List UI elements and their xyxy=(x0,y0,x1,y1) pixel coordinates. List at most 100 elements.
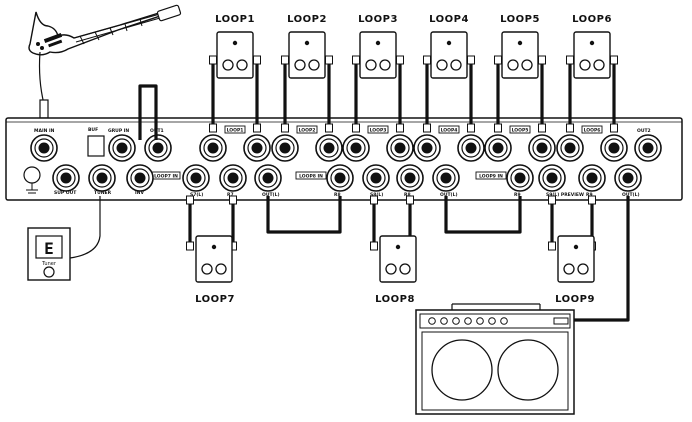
loop7-jack-2-socket xyxy=(227,172,239,184)
loop3-return-jack[interactable] xyxy=(386,134,414,162)
loop9-jack-2[interactable] xyxy=(538,164,566,192)
loop7-pedal-knob-right[interactable] xyxy=(215,263,227,275)
amplifier xyxy=(415,303,575,415)
loop8-send-cable-plug-b xyxy=(370,241,378,251)
out1-jack[interactable] xyxy=(144,134,172,162)
out2-jack[interactable] xyxy=(634,134,662,162)
amp-knob-5[interactable] xyxy=(476,317,484,325)
loop3-send-jack-socket xyxy=(350,142,362,154)
loop5-return-jack[interactable] xyxy=(528,134,556,162)
loop8-jack-2[interactable] xyxy=(362,164,390,192)
loop2-send-cable-plug-a xyxy=(281,55,289,65)
sup-out-jack-socket xyxy=(60,172,72,184)
loop3-pedal-body xyxy=(359,31,397,79)
loop9-pedal-knob-left[interactable] xyxy=(563,263,575,275)
loop8-send-cable xyxy=(370,195,378,251)
amp-knob-2[interactable] xyxy=(440,317,448,325)
loop3-return-cable xyxy=(396,55,404,133)
loop5-pedal-body xyxy=(501,31,539,79)
loop5-pedal-knob-right[interactable] xyxy=(521,59,533,71)
loop8-jack-3[interactable] xyxy=(396,164,424,192)
loop3-pedal-knob-left[interactable] xyxy=(365,59,377,71)
loop2-send-jack-socket xyxy=(279,142,291,154)
loop1-send-jack[interactable] xyxy=(199,134,227,162)
loop7-jack-1-socket xyxy=(190,172,202,184)
loop8-jack-1[interactable] xyxy=(326,164,354,192)
loop1-title: LOOP1 xyxy=(215,14,255,25)
loop1-return-cable-plug-a xyxy=(253,55,261,65)
loop9-jack-1[interactable] xyxy=(506,164,534,192)
loop6-pedal-knob-left[interactable] xyxy=(579,59,591,71)
loop3-pedal-knob-right[interactable] xyxy=(379,59,391,71)
loop7-pedal-body xyxy=(195,235,233,283)
loop3-send-cable xyxy=(352,55,360,133)
sup-out-jack[interactable] xyxy=(52,164,80,192)
loop9-jack-3[interactable] xyxy=(578,164,606,192)
tuner-footswitch[interactable] xyxy=(43,266,55,278)
loop8-jack-4[interactable] xyxy=(432,164,460,192)
amp-knob-3[interactable] xyxy=(452,317,460,325)
loop7-pedal-knob-left[interactable] xyxy=(201,263,213,275)
loop7-jack-1[interactable] xyxy=(182,164,210,192)
loop8-in-tag-label: LOOP8 IN xyxy=(299,174,323,180)
loop6-return-jack-socket xyxy=(608,142,620,154)
loop8-jack-3-socket xyxy=(404,172,416,184)
loop4-pedal-body xyxy=(430,31,468,79)
loop2-return-jack[interactable] xyxy=(315,134,343,162)
loop9-pedal-knob-right[interactable] xyxy=(577,263,589,275)
loop1-pedal-knob-right[interactable] xyxy=(236,59,248,71)
loop3-return-cable-plug-b xyxy=(396,123,404,133)
out2-jack-socket xyxy=(642,142,654,154)
loop8-title: LOOP8 xyxy=(375,294,415,305)
loop3-return-jack-socket xyxy=(394,142,406,154)
loop6-pedal-knob-right[interactable] xyxy=(593,59,605,71)
loop4-pedal xyxy=(430,31,468,79)
loop4-pedal-knob-right[interactable] xyxy=(450,59,462,71)
amp-knob-6[interactable] xyxy=(488,317,496,325)
loop4-return-jack[interactable] xyxy=(457,134,485,162)
loop2-pedal-knob-left[interactable] xyxy=(294,59,306,71)
tuner-jack[interactable] xyxy=(88,164,116,192)
loop2-send-jack[interactable] xyxy=(271,134,299,162)
buffer-switch[interactable] xyxy=(87,135,105,157)
loop1-send-cable xyxy=(209,55,217,133)
loop3-send-jack[interactable] xyxy=(342,134,370,162)
loop2-pedal-knob-right[interactable] xyxy=(308,59,320,71)
loop4-send-jack[interactable] xyxy=(413,134,441,162)
amp-knob-7[interactable] xyxy=(500,317,508,325)
loop7-jack-3[interactable] xyxy=(254,164,282,192)
main-in-jack-socket xyxy=(38,142,50,154)
loop6-return-jack[interactable] xyxy=(600,134,628,162)
loop7-jack-2[interactable] xyxy=(219,164,247,192)
amp-knob-1[interactable] xyxy=(428,317,436,325)
loop8-jack-1-socket xyxy=(334,172,346,184)
loop8-pedal-led xyxy=(395,244,401,250)
grup-in-jack[interactable] xyxy=(108,134,136,162)
loop8-pedal-knob-left[interactable] xyxy=(385,263,397,275)
loop2-pedal-body xyxy=(288,31,326,79)
loop5-pedal-knob-left[interactable] xyxy=(507,59,519,71)
amp-knob-4[interactable] xyxy=(464,317,472,325)
loop4-return-cable-plug-b xyxy=(467,123,475,133)
loop5-send-jack[interactable] xyxy=(484,134,512,162)
loop5-send-cable-plug-a xyxy=(494,55,502,65)
loop6-tag xyxy=(581,125,603,134)
main-in-jack[interactable] xyxy=(30,134,58,162)
loop8-jack-label-3: R8 xyxy=(404,192,411,198)
loop4-tag-label: LOOP4 xyxy=(441,128,458,134)
loop8-pedal-knob-right[interactable] xyxy=(399,263,411,275)
loop9-jack-4[interactable] xyxy=(614,164,642,192)
loop1-pedal-knob-left[interactable] xyxy=(222,59,234,71)
loop7-jack-label-3: OUT(L) xyxy=(262,192,280,198)
loop4-pedal-knob-left[interactable] xyxy=(436,59,448,71)
loop6-send-jack[interactable] xyxy=(556,134,584,162)
loop4-return-cable xyxy=(467,55,475,133)
loop9-send-cable-plug-b xyxy=(548,241,556,251)
loop4-send-jack-socket xyxy=(421,142,433,154)
loop6-pedal-body xyxy=(573,31,611,79)
inv-jack[interactable] xyxy=(126,164,154,192)
loop5-title: LOOP5 xyxy=(500,14,540,25)
loop7-return-cable-plug-a xyxy=(229,195,237,205)
loop9-jack-label-2: S9(L) PREVIEW xyxy=(546,192,584,198)
loop1-return-jack[interactable] xyxy=(243,134,271,162)
